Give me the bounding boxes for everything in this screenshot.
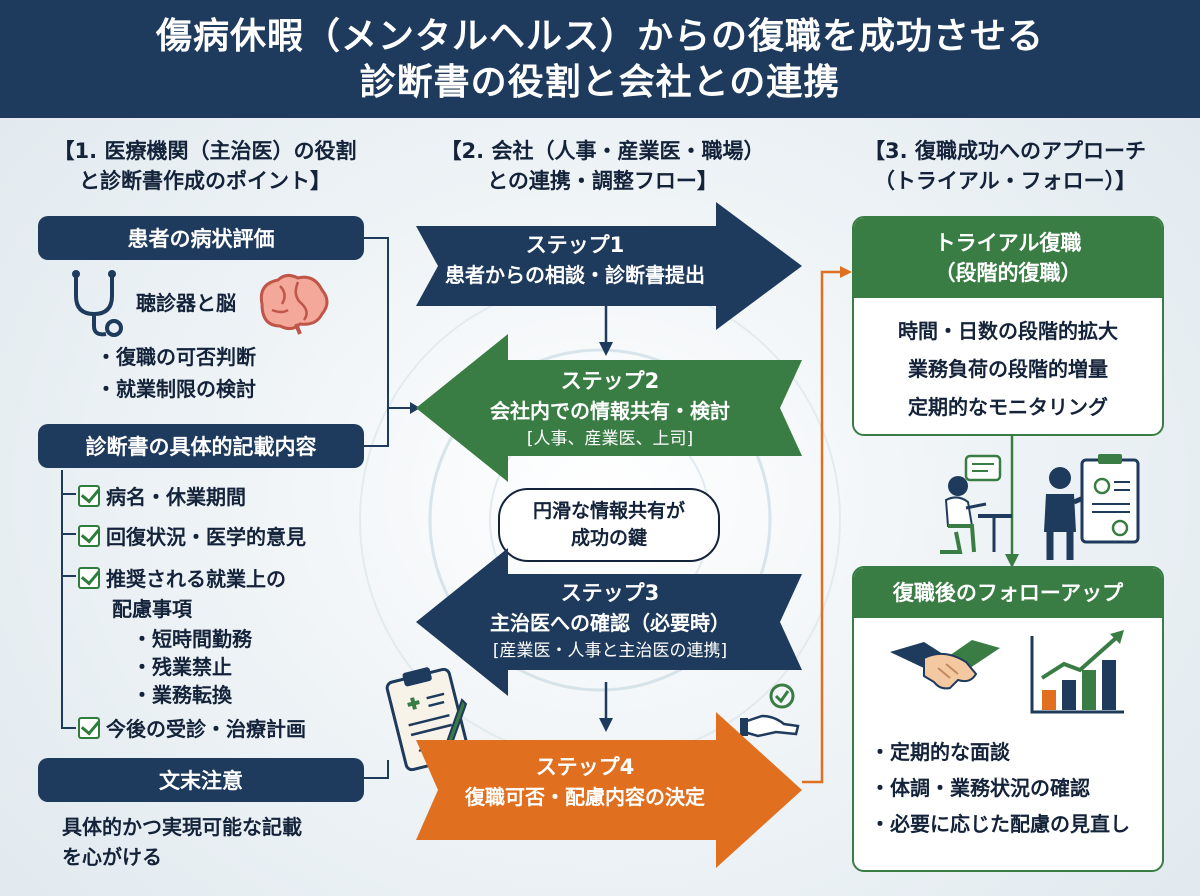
brain-icon <box>259 273 329 335</box>
cert-item-2-label: 回復状況・医学的意見 <box>106 525 306 549</box>
trial-return-header: トライアル復職 （段階的復職） <box>854 218 1162 298</box>
step2-label: ステップ2 会社内での情報共有・検討 [人事、産業医、上司] <box>460 366 760 452</box>
trial-item-1: 時間・日数の段階的拡大 <box>898 319 1118 343</box>
eval-item-2: ・就業制限の検討 <box>96 377 256 401</box>
column3-heading: 【3. 復職成功へのアプローチ （トライアル・フォロー）】 <box>820 136 1190 196</box>
cert-item-1-label: 病名・休業期間 <box>106 485 246 509</box>
note-line-1: 具体的かつ実現可能な記載 <box>62 815 302 839</box>
trial-item-2: 業務負荷の段階的増量 <box>908 357 1108 381</box>
step1-title: ステップ1 <box>525 233 625 257</box>
patient-eval-title: 患者の病状評価 <box>38 216 364 260</box>
step4-title: ステップ4 <box>535 755 635 779</box>
cert-item-3-label: 推奨される就業上の <box>106 567 286 591</box>
column1-heading-line1: 【1. 医療機関（主治医）の役割 <box>53 139 357 163</box>
trial-title-2: （段階的復職） <box>934 261 1082 285</box>
trial-title-1: トライアル復職 <box>934 231 1082 255</box>
page-title-line1: 傷病休暇（メンタルヘルス）からの復職を成功させる <box>155 16 1044 57</box>
column3-heading-line1: 【3. 復職成功へのアプローチ <box>864 139 1146 163</box>
follow-up-header: 復職後のフォローアップ <box>854 568 1162 618</box>
column2-heading-line1: 【2. 会社（人事・産業医・職場） <box>440 139 765 163</box>
stethoscope-icon <box>72 270 123 337</box>
certificate-content-title: 診断書の具体的記載内容 <box>38 424 364 468</box>
step3-subtext: [産業医・人事と主治医の連携] <box>492 641 728 661</box>
key-point-bubble: 円滑な情報共有が 成功の鍵 <box>498 488 720 562</box>
follow-up-box: 復職後のフォローアップ ・定期的な面談 ・体調・業務状況の確認 ・必要に応じた配… <box>852 566 1164 872</box>
consultation-illustration <box>940 454 1140 560</box>
follow-item-1: ・定期的な面談 <box>870 740 1010 764</box>
step2-subtext: [人事、産業医、上司] <box>526 429 694 449</box>
cert-item-1: 病名・休業期間 <box>78 482 246 512</box>
bubble-line-2: 成功の鍵 <box>570 527 647 549</box>
cert-item-4: 今後の受診・治療計画 <box>78 714 306 744</box>
step4-arrow <box>416 712 802 868</box>
checkbox-icon <box>78 567 100 589</box>
cert-item-2: 回復状況・医学的意見 <box>78 522 306 552</box>
trial-item-3: 定期的なモニタリング <box>908 395 1108 419</box>
column2-heading: 【2. 会社（人事・産業医・職場） との連携・調整フロー】 <box>405 136 800 196</box>
checkbox-icon <box>78 485 100 507</box>
follow-item-2: ・体調・業務状況の確認 <box>870 776 1090 800</box>
step4-label: ステップ4 復職可否・配慮内容の決定 <box>440 752 730 812</box>
trial-items: 時間・日数の段階的拡大 業務負荷の段階的増量 定期的なモニタリング <box>854 298 1162 426</box>
note-line-2: を心がける <box>62 845 162 869</box>
page-title-line2: 診断書の役割と会社との連携 <box>359 62 841 103</box>
step1-label: ステップ1 患者からの相談・診断書提出 <box>430 230 720 290</box>
step3-text: 主治医への確認（必要時） <box>490 611 730 635</box>
follow-item-3: ・必要に応じた配慮の見直し <box>870 812 1130 836</box>
step3-label: ステップ3 主治医への確認（必要時） [産業医・人事と主治医の連携] <box>460 578 760 664</box>
column1-heading: 【1. 医療機関（主治医）の役割 と診断書作成のポイント】 <box>20 136 390 196</box>
step2-title: ステップ2 <box>560 369 660 393</box>
growth-chart-icon <box>1030 630 1124 714</box>
checkbox-icon <box>78 717 100 739</box>
step3-arrow <box>416 548 802 696</box>
step1-arrow <box>416 202 802 330</box>
title-banner: 傷病休暇（メンタルヘルス）からの復職を成功させる 診断書の役割と会社との連携 <box>0 0 1200 118</box>
step4-text: 復職可否・配慮内容の決定 <box>465 785 705 809</box>
step3-title: ステップ3 <box>560 581 660 605</box>
column2-heading-line2: との連携・調整フロー】 <box>487 169 718 193</box>
step2-arrow <box>416 334 802 482</box>
cert-item-3: 推奨される就業上の <box>78 564 286 594</box>
bubble-line-1: 円滑な情報共有が <box>532 500 685 522</box>
step2-text: 会社内での情報共有・検討 <box>490 399 730 423</box>
cert-subitem-3: ・業務転換 <box>132 683 232 707</box>
follow-up-items: ・定期的な面談 ・体調・業務状況の確認 ・必要に応じた配慮の見直し <box>854 728 1162 842</box>
trial-return-box: トライアル復職 （段階的復職） 時間・日数の段階的拡大 業務負荷の段階的増量 定… <box>852 216 1164 436</box>
column1-heading-line2: と診断書作成のポイント】 <box>79 169 331 193</box>
handshake-growth-illustration <box>890 630 1124 714</box>
cert-item-3-continued: 配慮事項 <box>112 597 192 621</box>
step1-text: 患者からの相談・診断書提出 <box>445 263 705 287</box>
eval-item-1: ・復職の可否判断 <box>96 345 256 369</box>
hand-check-icon <box>740 683 800 738</box>
cert-subitem-2: ・残業禁止 <box>132 655 232 679</box>
cert-subitem-1: ・短時間勤務 <box>132 627 252 651</box>
handshake-icon <box>890 640 1000 690</box>
stethoscope-brain-label: 聴診器と脳 <box>136 291 236 315</box>
column3-heading-line2: （トライアル・フォロー）】 <box>873 169 1137 193</box>
checkbox-icon <box>78 525 100 547</box>
cert-item-4-label: 今後の受診・治療計画 <box>106 717 306 741</box>
note-title: 文末注意 <box>38 758 364 802</box>
